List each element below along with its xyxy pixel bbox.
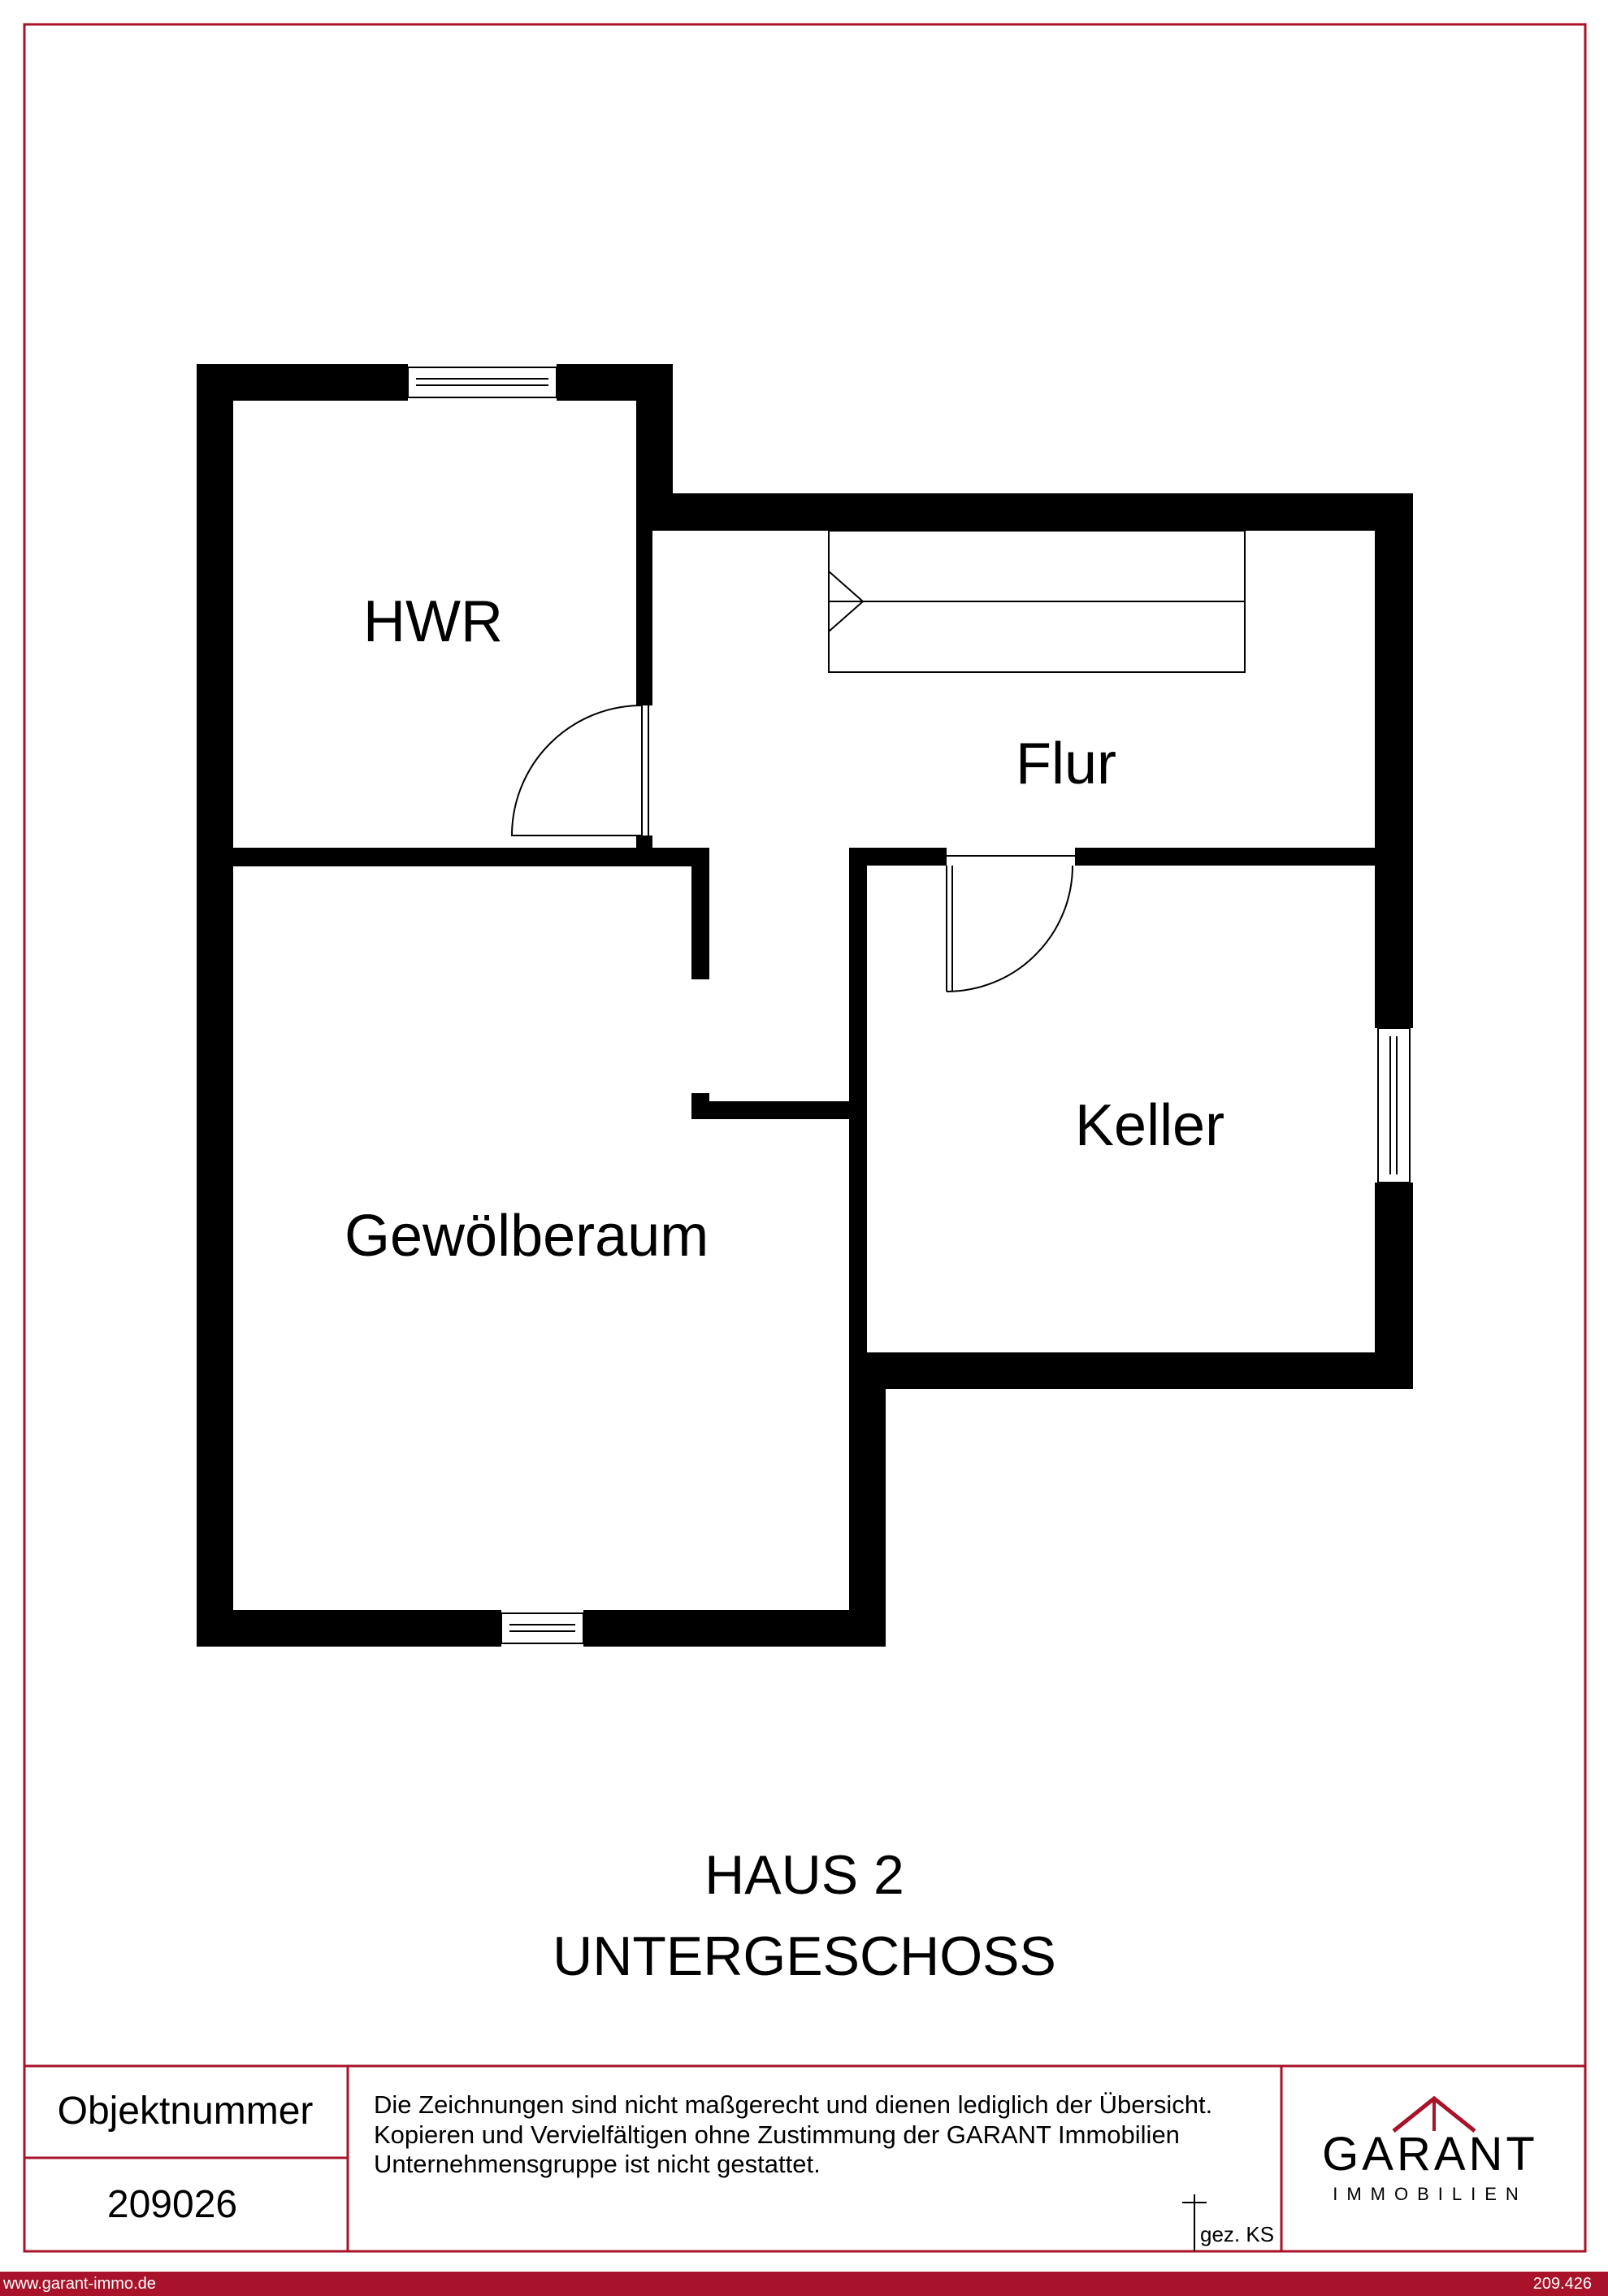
walls [197, 364, 1413, 1647]
wall-step-right [849, 1352, 886, 1647]
wall-gewoelbe-keller-link [691, 1101, 849, 1119]
door-keller-swing [946, 865, 1073, 992]
garant-logo: GARANT IMMOBILIEN [1322, 2095, 1538, 2204]
window-keller [1377, 1027, 1411, 1183]
room-label-flur: Flur [1016, 731, 1116, 796]
window-hwr [407, 367, 557, 398]
wall-bottom-right [583, 1610, 886, 1647]
wall-hwr-right-door-frame [636, 531, 652, 705]
room-label-hwr: HWR [363, 589, 503, 654]
wall-hwr-right-bottom [636, 836, 652, 848]
door-hwr-swing [510, 705, 643, 836]
footer-table [24, 2064, 1585, 2251]
room-label-gewoelbe: Gewölberaum [345, 1204, 709, 1269]
page-frame [23, 23, 1587, 2253]
windows [407, 367, 1411, 1644]
wall-left [197, 364, 233, 1647]
logo-sub-text: IMMOBILIEN [1333, 2184, 1528, 2204]
object-number-value: 209026 [107, 2183, 237, 2226]
wall-flur-top [636, 493, 1413, 531]
wall-keller-top-left [849, 848, 947, 866]
wall-keller-bottom [849, 1352, 1413, 1389]
doors [510, 705, 1075, 992]
room-label-keller: Keller [1075, 1093, 1224, 1158]
wall-hwr-gewoelbe [233, 848, 709, 866]
disclaimer-line-3: Unternehmensgruppe ist nicht gestattet. [374, 2150, 821, 2178]
logo-main-text: GARANT [1322, 2128, 1538, 2181]
plan-title-line2: UNTERGESCHOSS [553, 1925, 1056, 1987]
wall-bottom-left [197, 1610, 501, 1647]
bottom-bar: www.garant-immo.de 209.426 [0, 2272, 1608, 2296]
disclaimer-line-2: Kopieren und Vervielfältigen ohne Zustim… [374, 2120, 1180, 2149]
reference-number: 209.426 [1532, 2275, 1592, 2293]
wall-right-upper [1375, 493, 1413, 1028]
wall-keller-left [849, 848, 867, 1389]
object-number-label: Objektnummer [58, 2090, 314, 2133]
wall-stub-upper [691, 848, 709, 979]
plan-title-line1: HAUS 2 [704, 1844, 904, 1906]
signed-by: gez. KS [1200, 2222, 1274, 2246]
stairs [828, 530, 1246, 673]
wall-keller-top-right [1075, 848, 1375, 866]
disclaimer-line-1: Die Zeichnungen sind nicht maßgerecht un… [374, 2090, 1212, 2119]
website-link[interactable]: www.garant-immo.de [3, 2275, 156, 2293]
window-gewoelbe [501, 1612, 584, 1644]
wall-hwr-top-left [197, 364, 408, 401]
wall-notch [867, 1352, 886, 1370]
